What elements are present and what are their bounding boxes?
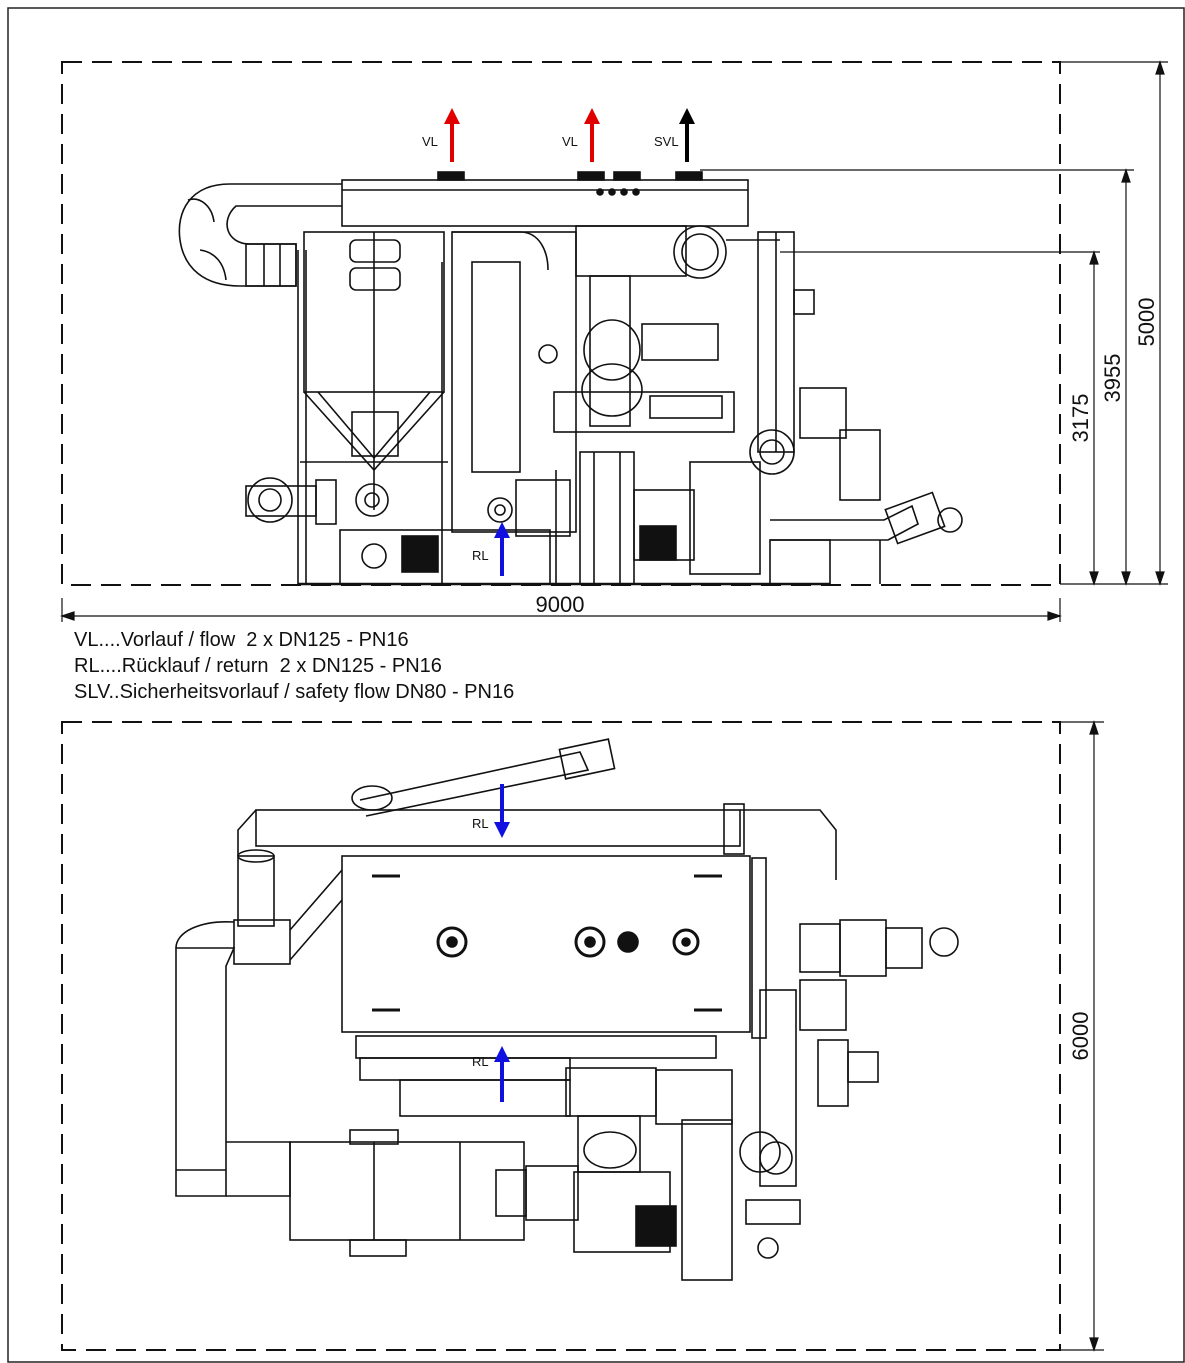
rl-arrow-top-1: RL [472, 784, 510, 838]
legend-slv: SLV..Sicherheitsvorlauf / safety flow DN… [74, 681, 515, 703]
dim-height-5000: 5000 [1134, 298, 1159, 347]
top-view-envelope [61, 721, 1061, 1351]
rl-arrow-side: RL [472, 522, 510, 576]
side-view: 9000 5000 3955 3175 VL VL SVL RL [60, 60, 1168, 622]
side-dimension-lines [60, 60, 1168, 622]
legend-vl: VL....Vorlauf / flow 2 x DN125 - PN16 [74, 629, 409, 651]
svl-arrow: SVL [654, 108, 695, 162]
dim-height-3175: 3175 [1068, 394, 1093, 443]
vl-arrow-2-label: VL [562, 134, 578, 149]
vl-arrow-1-label: VL [422, 134, 438, 149]
boiler-top-drawing [175, 738, 959, 1281]
vl-arrow-2: VL [562, 108, 600, 162]
svl-arrow-label: SVL [654, 134, 679, 149]
rl-arrow-top-2: RL [472, 1046, 510, 1102]
legend-rl: RL....Rücklauf / return 2 x DN125 - PN16 [74, 655, 442, 677]
rl-arrow-top-1-label: RL [472, 816, 489, 831]
rl-arrow-top-2-label: RL [472, 1054, 489, 1069]
rl-arrow-side-label: RL [472, 548, 489, 563]
sheet-border [7, 7, 1185, 1363]
top-view: 6000 RL RL [61, 720, 1104, 1352]
dim-height-3955: 3955 [1100, 354, 1125, 403]
vl-arrow-1: VL [422, 108, 460, 162]
dim-width-9000: 9000 [536, 592, 585, 617]
top-dimension-lines [1060, 720, 1104, 1352]
boiler-side-drawing [178, 171, 963, 586]
dim-depth-6000: 6000 [1068, 1012, 1093, 1061]
